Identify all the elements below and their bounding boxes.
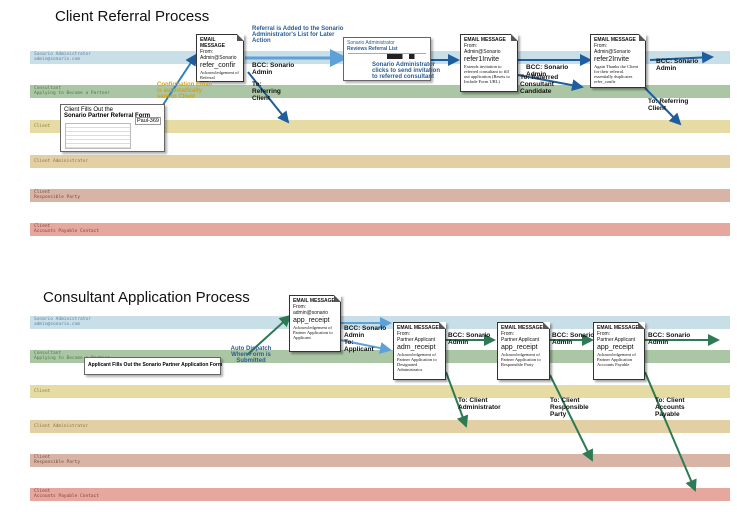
- note-referral-added: Referral is Added to the Sonario Adminis…: [252, 26, 344, 44]
- email-refer-confir: EMAIL MESSAGE From: Admin@Sonario refer_…: [196, 34, 244, 82]
- note-confirmation: Confirmation Email is automatically sent…: [157, 82, 213, 100]
- partner-referral-form: Client Fills Out the Sonario Partner Ref…: [60, 104, 165, 152]
- note-auto-dispatch: Auto Dispatch When Form is Submitted: [230, 346, 272, 364]
- form-code: Paul-369: [134, 117, 161, 125]
- admin-list-title: Sonario Administrator: [347, 40, 395, 46]
- application-form-title: Applicant Fills Out the Sonario Partner …: [88, 362, 223, 368]
- lane-client-administrator: Client Administrator: [30, 420, 730, 433]
- label-app-bcc-2: BCC: Sonario Admin: [448, 332, 491, 346]
- arrow-rp-to-responsible: [549, 374, 593, 462]
- application-process-title: Consultant Application Process: [43, 289, 250, 306]
- label-bcc-3: BCC: Sonario Admin: [656, 58, 699, 72]
- label-bcc-2: BCC: Sonario Admin: [526, 64, 569, 78]
- email-refer2invite: EMAIL MESSAGE From: Admin@Sonario refer2…: [590, 34, 646, 88]
- label-app-bcc-4: BCC: Sonario Admin: [648, 332, 691, 346]
- lane-client-administrator: Client Administrator: [30, 155, 730, 168]
- arrow-ap-to-payable: [644, 371, 697, 492]
- label-to-3: To: Referring Client: [648, 98, 689, 112]
- email-adm-receipt: EMAIL MESSAGE From: Partner Applicant ad…: [393, 322, 446, 380]
- label-app-to-3: To: Client Responsible Party: [550, 397, 589, 418]
- referral-process-title: Client Referral Process: [55, 8, 210, 25]
- arrow-invite2-to-admin: [649, 51, 714, 64]
- email-app-receipt-responsible: EMAIL MESSAGE From: Partner Applicant ap…: [497, 322, 550, 380]
- lane-client: Client: [30, 385, 730, 398]
- label-app-to-4: To: Client Accounts Payable: [655, 397, 685, 418]
- arrow-receipt-to-applicant: [339, 339, 392, 354]
- label-app-bcc-3: BCC: Sonario Admin: [552, 332, 595, 346]
- label-app-bcc-1: BCC: Sonario Admin: [344, 325, 387, 339]
- label-app-to-1: To: Applicant: [344, 339, 374, 353]
- email-refer1invite: EMAIL MESSAGE From: Admin@Sonario refer1…: [460, 34, 518, 92]
- arrow-invite-to-candidate: [517, 74, 584, 92]
- admin-referral-list: Sonario Administrator Reviews Referral L…: [343, 37, 431, 81]
- label-to-1: To: Referring Client: [252, 81, 281, 102]
- form-title: Client Fills Out the: [64, 107, 114, 113]
- label-app-to-2: To: Client Administrator: [458, 397, 501, 411]
- email-app-receipt: EMAIL MESSAGE From: admin@sonario app_re…: [289, 295, 341, 352]
- label-to-2: To: Referred Consultant Candidate: [520, 74, 559, 95]
- arrow-form-to-receipt: [246, 314, 292, 356]
- partner-application-form: Applicant Fills Out the Sonario Partner …: [84, 357, 223, 375]
- form-subtitle: Sonario Partner Referral Form: [64, 113, 151, 119]
- admin-list-subtitle: Reviews Referral List: [347, 46, 398, 52]
- form-fields: [65, 123, 131, 149]
- note-admin-clicks: Sonario Administrator clicks to send inv…: [372, 62, 441, 80]
- email-app-receipt-payable: EMAIL MESSAGE From: Partner Applicant ap…: [593, 322, 645, 380]
- arrow-invite2-to-client: [644, 87, 682, 126]
- arrow-adm-to-client-admin: [445, 371, 469, 428]
- label-bcc-1: BCC: Sonario Admin: [252, 62, 295, 76]
- lane-client: Client: [30, 120, 730, 133]
- arrow-email-to-client: [247, 71, 290, 124]
- admin-list-rows: [348, 53, 426, 59]
